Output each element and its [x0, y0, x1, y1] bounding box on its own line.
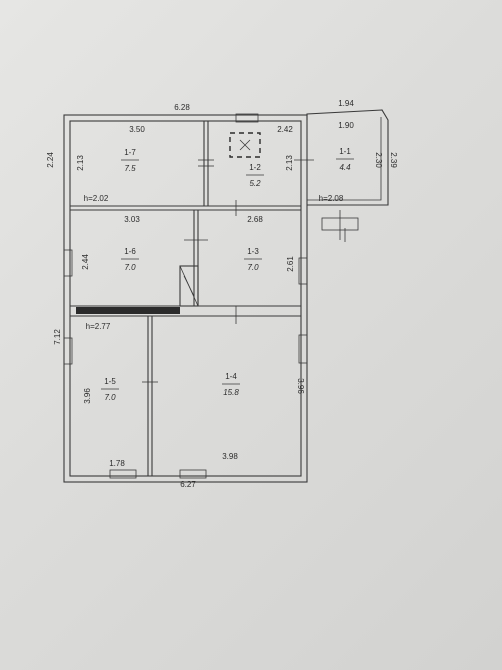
fixture-cross-2	[239, 139, 251, 151]
dim-h-ext: h=2.08	[319, 194, 344, 203]
room-14-area: 15.8	[223, 388, 239, 397]
dim-room-13-height: 2.61	[286, 256, 295, 272]
stove-block	[179, 265, 199, 307]
window-left-1	[63, 249, 73, 277]
dim-bottom-total: 6.27	[180, 480, 196, 489]
dim-h-lower: h=2.77	[86, 322, 111, 331]
dim-room-16-width: 3.03	[124, 215, 140, 224]
extension-wall-inner	[307, 117, 382, 201]
window-right-1	[298, 257, 308, 285]
window-right-2	[298, 334, 308, 364]
room-11-area: 4.4	[339, 163, 351, 172]
dim-top-total: 6.28	[174, 103, 190, 112]
window-bottom-2	[179, 469, 207, 479]
dim-room-13-width: 2.68	[247, 215, 263, 224]
window-left-2	[63, 337, 73, 365]
dim-room-16-height: 2.44	[81, 254, 90, 270]
dim-h-main: h=2.02	[84, 194, 109, 203]
hatched-wall	[76, 307, 180, 314]
dim-ext-side-b: 2.39	[389, 152, 398, 168]
room-17-area: 7.5	[124, 164, 136, 173]
room-17-code: 1-7	[124, 148, 136, 157]
outer-wall-inner	[69, 120, 302, 477]
window-top	[235, 113, 259, 123]
window-bottom-1	[109, 469, 137, 479]
dim-room-17-height: 2.13	[76, 155, 85, 171]
stove-diag-2	[183, 275, 195, 297]
dim-left-total: 7.12	[53, 329, 62, 345]
dim-room-15-width: 1.78	[109, 459, 125, 468]
dim-ext-inner: 1.90	[338, 121, 354, 130]
room-16-code: 1-6	[124, 247, 136, 256]
dim-room-12-width: 2.42	[277, 125, 293, 134]
room-15-code: 1-5	[104, 377, 116, 386]
dim-ext-side-a: 2.30	[374, 152, 383, 168]
room-11-code: 1-1	[339, 147, 351, 156]
room-16-area: 7.0	[124, 263, 136, 272]
dim-room-14-height: 3.96	[296, 378, 305, 394]
outer-wall-outer	[63, 114, 308, 483]
room-13-area: 7.0	[247, 263, 259, 272]
dim-room-15-height: 3.96	[83, 388, 92, 404]
room-15-area: 7.0	[104, 393, 116, 402]
dim-left-top: 2.24	[46, 152, 55, 168]
room-14-code: 1-4	[225, 372, 237, 381]
dim-room-17-width: 3.50	[129, 125, 145, 134]
room-12-code: 1-2	[249, 163, 261, 172]
room-12-area: 5.2	[249, 179, 261, 188]
dim-ext-outer: 1.94	[338, 99, 354, 108]
room-13-code: 1-3	[247, 247, 259, 256]
dim-room-14-width: 3.98	[222, 452, 238, 461]
dim-room-12-height: 2.13	[285, 155, 294, 171]
extension-wall	[306, 109, 389, 206]
